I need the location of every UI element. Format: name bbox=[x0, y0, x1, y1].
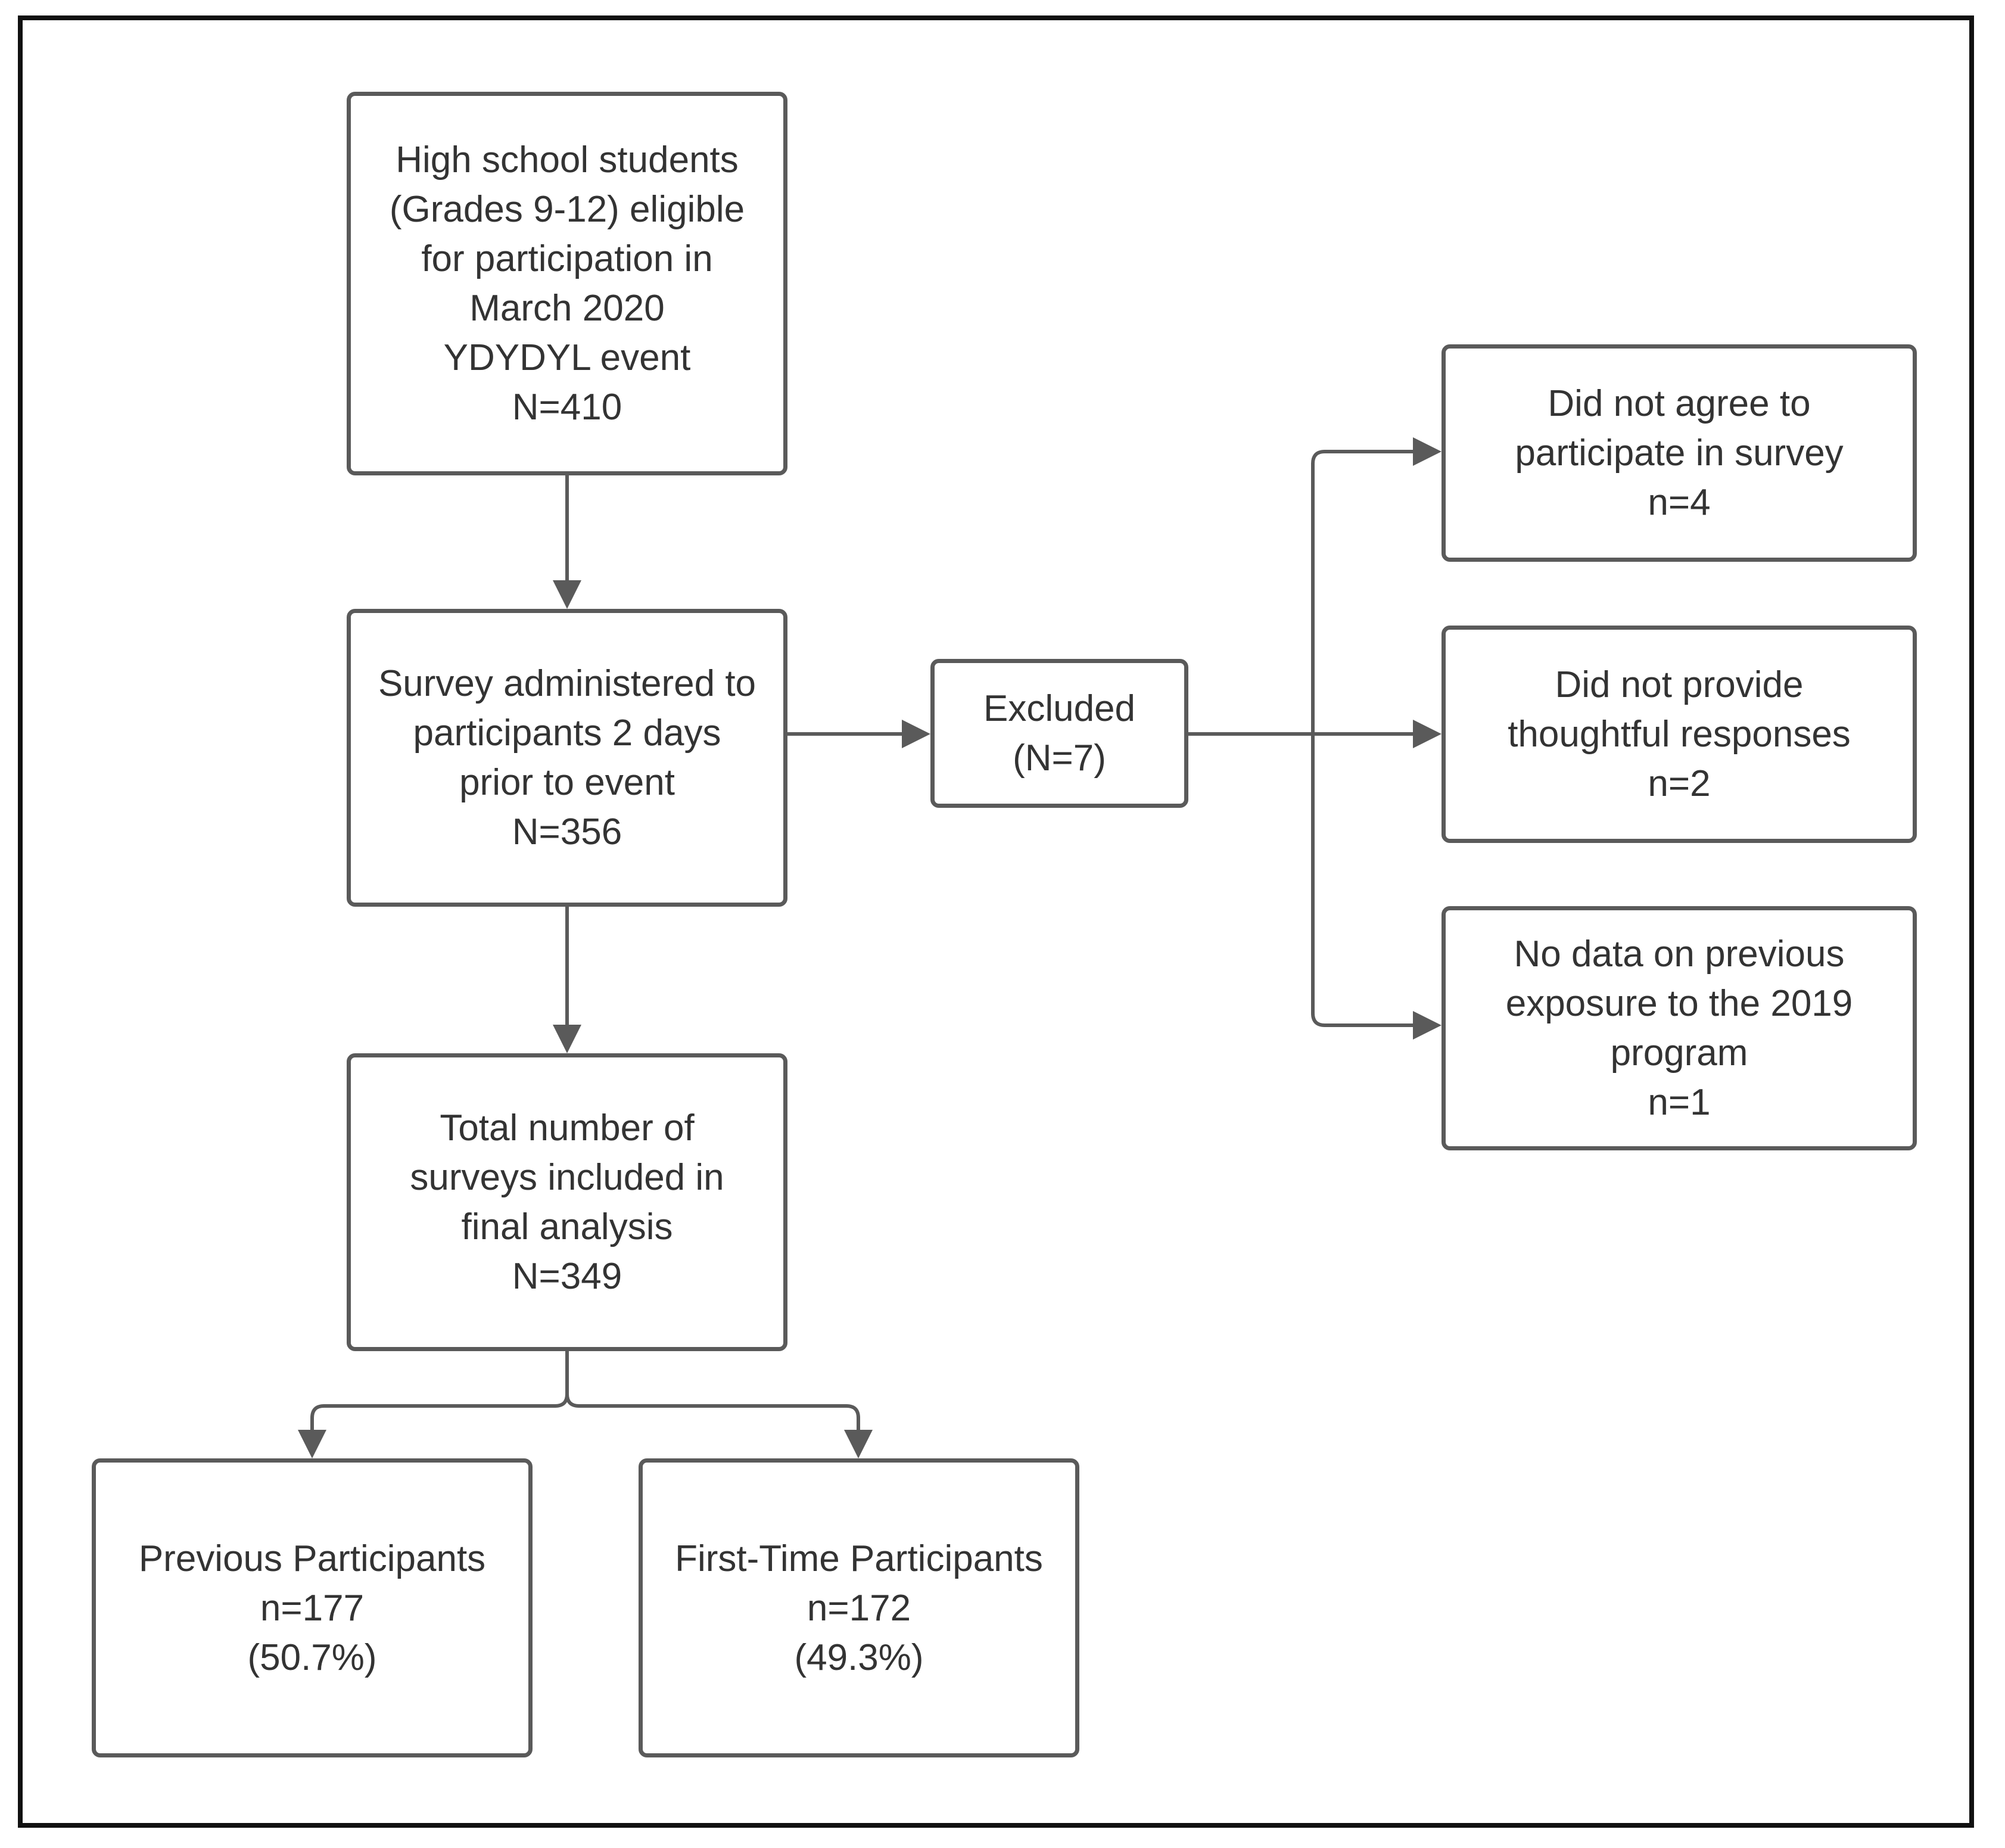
total-line-2: surveys included in bbox=[410, 1157, 724, 1198]
eligible-line-3: for participation in bbox=[421, 238, 713, 279]
eligible-line-2: (Grades 9-12) eligible bbox=[389, 189, 745, 230]
did-not-agree-line-3: n=4 bbox=[1648, 482, 1711, 523]
eligible-line-1: High school students bbox=[396, 139, 739, 181]
eligible-line-6: N=410 bbox=[512, 387, 622, 428]
did-not-agree-line-2: participate in survey bbox=[1515, 433, 1844, 474]
arrow-to-did-not-agree bbox=[1311, 437, 1442, 734]
excluded-box: Excluded (N=7) bbox=[930, 659, 1188, 808]
no-data-text: No data on previous exposure to the 2019… bbox=[1506, 929, 1853, 1127]
arrow-to-no-data bbox=[1311, 734, 1442, 1040]
eligible-line-5: YDYDYL event bbox=[443, 337, 691, 378]
excluded-text: Excluded (N=7) bbox=[983, 684, 1135, 783]
not-thoughtful-line-2: thoughtful responses bbox=[1508, 714, 1851, 755]
first-time-participants-box: First-Time Participants n=172 (49.3%) bbox=[639, 1458, 1079, 1757]
survey-line-1: Survey administered to bbox=[378, 663, 756, 704]
total-surveys-text: Total number of surveys included in fina… bbox=[410, 1103, 724, 1301]
survey-line-2: participants 2 days bbox=[413, 713, 721, 754]
not-thoughtful-line-1: Did not provide bbox=[1555, 664, 1804, 705]
survey-administered-box: Survey administered to participants 2 da… bbox=[347, 609, 787, 907]
did-not-agree-line-1: Did not agree to bbox=[1548, 383, 1811, 424]
total-line-3: final analysis bbox=[461, 1206, 673, 1247]
no-data-line-2: exposure to the 2019 bbox=[1505, 983, 1853, 1024]
did-not-agree-text: Did not agree to participate in survey n… bbox=[1515, 379, 1843, 527]
excluded-line-2: (N=7) bbox=[1013, 738, 1106, 779]
did-not-agree-box: Did not agree to participate in survey n… bbox=[1442, 344, 1917, 562]
excluded-line-1: Excluded bbox=[983, 688, 1136, 729]
eligible-students-text: High school students (Grades 9-12) eligi… bbox=[390, 135, 745, 432]
first-time-line-3: (49.3%) bbox=[794, 1637, 924, 1678]
first-time-line-1: First-Time Participants bbox=[675, 1538, 1043, 1579]
total-surveys-box: Total number of surveys included in fina… bbox=[347, 1053, 787, 1351]
no-data-line-3: program bbox=[1610, 1032, 1748, 1074]
no-data-line-1: No data on previous bbox=[1514, 934, 1845, 975]
eligible-line-4: March 2020 bbox=[469, 288, 665, 329]
previous-line-1: Previous Participants bbox=[138, 1538, 486, 1579]
survey-line-3: prior to event bbox=[459, 762, 675, 803]
not-thoughtful-text: Did not provide thoughtful responses n=2 bbox=[1508, 660, 1851, 808]
no-data-box: No data on previous exposure to the 2019… bbox=[1442, 906, 1917, 1150]
previous-participants-box: Previous Participants n=177 (50.7%) bbox=[92, 1458, 533, 1757]
connector-total-stem bbox=[298, 1351, 569, 1458]
survey-administered-text: Survey administered to participants 2 da… bbox=[378, 659, 756, 857]
previous-participants-text: Previous Participants n=177 (50.7%) bbox=[139, 1534, 485, 1682]
not-thoughtful-line-3: n=2 bbox=[1648, 763, 1711, 804]
no-data-line-4: n=1 bbox=[1648, 1082, 1711, 1123]
connector-total-to-first-time bbox=[565, 1393, 873, 1458]
eligible-students-box: High school students (Grades 9-12) eligi… bbox=[347, 92, 787, 475]
previous-line-2: n=177 bbox=[260, 1587, 365, 1629]
survey-line-4: N=356 bbox=[512, 811, 622, 853]
total-line-4: N=349 bbox=[512, 1256, 622, 1297]
first-time-participants-text: First-Time Participants n=172 (49.3%) bbox=[675, 1534, 1043, 1682]
total-line-1: Total number of bbox=[440, 1107, 695, 1149]
previous-line-3: (50.7%) bbox=[247, 1637, 377, 1678]
first-time-line-2: n=172 bbox=[807, 1587, 911, 1629]
not-thoughtful-box: Did not provide thoughtful responses n=2 bbox=[1442, 626, 1917, 843]
